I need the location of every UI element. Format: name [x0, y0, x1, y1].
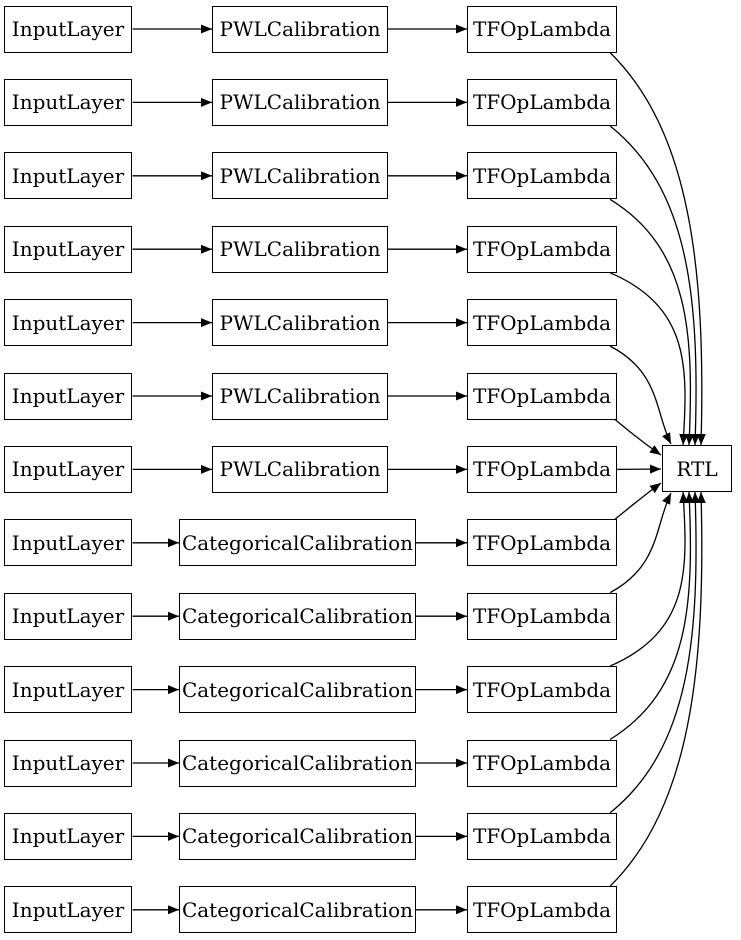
node-rtl-label: RTL	[676, 456, 718, 481]
node-calibration-8: CategoricalCalibration	[179, 519, 416, 567]
node-tfop-lambda-10: TFOpLambda	[467, 666, 617, 714]
node-tfop-lambda-2: TFOpLambda	[467, 78, 617, 126]
edge-lambda-to-rtl-8	[614, 482, 662, 520]
node-calibration-3-label: PWLCalibration	[219, 163, 381, 188]
node-tfop-lambda-4-label: TFOpLambda	[472, 237, 612, 262]
edge-lambda-to-rtl-11	[609, 491, 694, 741]
node-calibration-6-label: PWLCalibration	[219, 384, 381, 408]
node-calibration-4: PWLCalibration	[212, 225, 388, 273]
node-tfop-lambda-3-label: TFOpLambda	[472, 163, 612, 188]
node-input-layer-10-label: InputLayer	[11, 677, 125, 702]
node-input-layer-12: InputLayer	[4, 812, 132, 860]
node-input-layer-8: InputLayer	[4, 519, 132, 567]
node-tfop-lambda-11-label: TFOpLambda	[472, 751, 612, 775]
node-tfop-lambda-6-label: TFOpLambda	[472, 384, 612, 408]
node-calibration-5: PWLCalibration	[212, 299, 388, 347]
node-calibration-2-label: PWLCalibration	[219, 90, 381, 115]
node-input-layer-9-label: InputLayer	[11, 604, 125, 629]
node-calibration-3: PWLCalibration	[212, 152, 388, 200]
node-calibration-10: CategoricalCalibration	[179, 666, 416, 714]
edge-lambda-to-rtl-3	[609, 198, 694, 446]
node-input-layer-4: InputLayer	[4, 225, 132, 273]
node-calibration-12: CategoricalCalibration	[179, 812, 416, 860]
node-tfop-lambda-2-label: TFOpLambda	[472, 90, 612, 115]
node-input-layer-11: InputLayer	[4, 739, 132, 787]
node-rtl: RTL	[662, 445, 732, 492]
node-tfop-lambda-6: TFOpLambda	[467, 372, 617, 420]
node-tfop-lambda-1: TFOpLambda	[467, 5, 617, 53]
node-calibration-8-label: CategoricalCalibration	[181, 530, 414, 555]
node-input-layer-5: InputLayer	[4, 299, 132, 347]
node-input-layer-13-label: InputLayer	[11, 897, 125, 922]
node-input-layer-6-label: InputLayer	[11, 384, 125, 408]
node-tfop-lambda-8-label: TFOpLambda	[472, 530, 612, 555]
node-tfop-lambda-12-label: TFOpLambda	[472, 824, 612, 849]
node-input-layer-3: InputLayer	[4, 152, 132, 200]
node-input-layer-1: InputLayer	[4, 5, 132, 53]
node-tfop-lambda-1-label: TFOpLambda	[472, 17, 612, 41]
node-tfop-lambda-9-label: TFOpLambda	[472, 604, 612, 629]
node-tfop-lambda-9: TFOpLambda	[467, 592, 617, 640]
node-input-layer-7-label: InputLayer	[11, 457, 125, 482]
node-input-layer-9: InputLayer	[4, 592, 132, 640]
node-input-layer-2-label: InputLayer	[11, 90, 125, 115]
node-input-layer-8-label: InputLayer	[11, 530, 125, 555]
node-calibration-11-label: CategoricalCalibration	[181, 751, 414, 775]
node-calibration-2: PWLCalibration	[212, 78, 388, 126]
node-calibration-6: PWLCalibration	[212, 372, 388, 420]
edge-lambda-to-rtl-2	[609, 125, 700, 446]
node-input-layer-7: InputLayer	[4, 445, 132, 493]
node-tfop-lambda-5-label: TFOpLambda	[472, 310, 612, 335]
node-input-layer-2: InputLayer	[4, 78, 132, 126]
node-calibration-4-label: PWLCalibration	[219, 237, 381, 262]
edge-lambda-to-rtl-5	[609, 345, 672, 445]
node-input-layer-5-label: InputLayer	[11, 310, 125, 335]
node-input-layer-13: InputLayer	[4, 886, 132, 934]
node-calibration-9-label: CategoricalCalibration	[181, 604, 414, 629]
node-tfop-lambda-3: TFOpLambda	[467, 152, 617, 200]
node-input-layer-12-label: InputLayer	[11, 824, 125, 849]
node-input-layer-6: InputLayer	[4, 372, 132, 420]
node-tfop-lambda-8: TFOpLambda	[467, 519, 617, 567]
node-calibration-13: CategoricalCalibration	[179, 886, 416, 934]
node-tfop-lambda-13-label: TFOpLambda	[472, 897, 612, 922]
node-input-layer-10: InputLayer	[4, 666, 132, 714]
edge-lambda-to-rtl-1	[609, 52, 706, 446]
node-tfop-lambda-7: TFOpLambda	[467, 445, 617, 493]
edge-lambda-to-rtl-4	[609, 272, 689, 446]
edge-lambda-to-rtl-12	[609, 491, 700, 814]
node-tfop-lambda-11: TFOpLambda	[467, 739, 617, 787]
node-calibration-7: PWLCalibration	[212, 445, 388, 493]
node-tfop-lambda-10-label: TFOpLambda	[472, 677, 612, 702]
node-input-layer-11-label: InputLayer	[11, 751, 125, 775]
edge-lambda-to-rtl-13	[609, 491, 706, 887]
node-tfop-lambda-4: TFOpLambda	[467, 225, 617, 273]
node-calibration-10-label: CategoricalCalibration	[181, 677, 414, 702]
node-input-layer-3-label: InputLayer	[11, 163, 125, 188]
node-calibration-12-label: CategoricalCalibration	[181, 824, 414, 849]
edge-lambda-to-rtl-6	[614, 419, 662, 456]
node-tfop-lambda-5: TFOpLambda	[467, 299, 617, 347]
edge-lambda-to-rtl-10	[609, 491, 689, 667]
node-calibration-9: CategoricalCalibration	[179, 592, 416, 640]
node-tfop-lambda-7-label: TFOpLambda	[472, 457, 612, 482]
node-calibration-13-label: CategoricalCalibration	[181, 897, 414, 922]
node-calibration-1-label: PWLCalibration	[219, 17, 381, 41]
node-tfop-lambda-12: TFOpLambda	[467, 812, 617, 860]
node-input-layer-1-label: InputLayer	[11, 17, 125, 41]
node-calibration-1: PWLCalibration	[212, 5, 388, 53]
edge-lambda-to-rtl-9	[609, 492, 672, 594]
node-calibration-7-label: PWLCalibration	[219, 457, 381, 482]
node-calibration-11: CategoricalCalibration	[179, 739, 416, 787]
node-input-layer-4-label: InputLayer	[11, 237, 125, 262]
node-tfop-lambda-13: TFOpLambda	[467, 886, 617, 934]
node-calibration-5-label: PWLCalibration	[219, 310, 381, 335]
